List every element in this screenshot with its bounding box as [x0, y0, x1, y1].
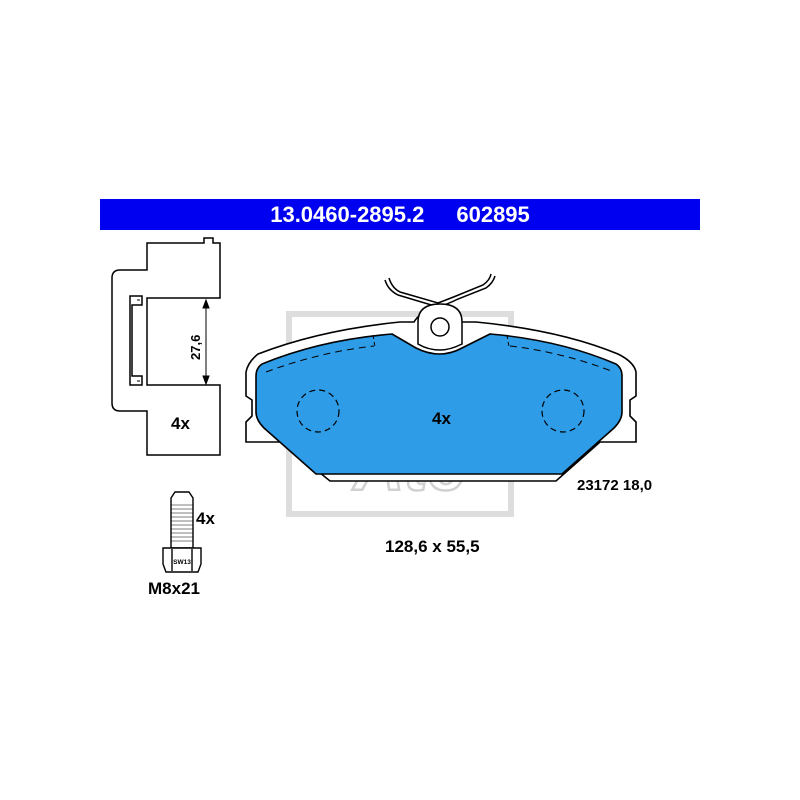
mounting-bolt: [162, 491, 202, 573]
spring-mounting-eye: [417, 303, 463, 351]
pad-quantity-label: 4x: [432, 409, 451, 428]
part-number: 13.0460-2895.2: [270, 201, 425, 227]
pad-dimensions-label: 128,6 x 55,5: [385, 537, 480, 556]
hidden-hole-right: [541, 389, 585, 433]
bolt-wrench-size: SW13: [173, 559, 191, 566]
bolt-size-label: M8x21: [148, 579, 200, 598]
pad-code-label: 23172 18,0: [577, 477, 652, 494]
friction-lining: [255, 333, 623, 475]
clip-quantity-label: 4x: [171, 414, 190, 433]
article-number: 602895: [456, 201, 530, 227]
header-bar: 13.0460-2895.2 602895: [100, 199, 700, 230]
bolt-quantity-label: 4x: [196, 509, 215, 528]
wear-indicator-spring: [384, 273, 496, 308]
hidden-hole-left: [296, 389, 340, 433]
clip-dimension-line: [202, 298, 210, 386]
retaining-clip: [111, 237, 221, 456]
clip-dimension-label: 27,6: [188, 335, 203, 360]
